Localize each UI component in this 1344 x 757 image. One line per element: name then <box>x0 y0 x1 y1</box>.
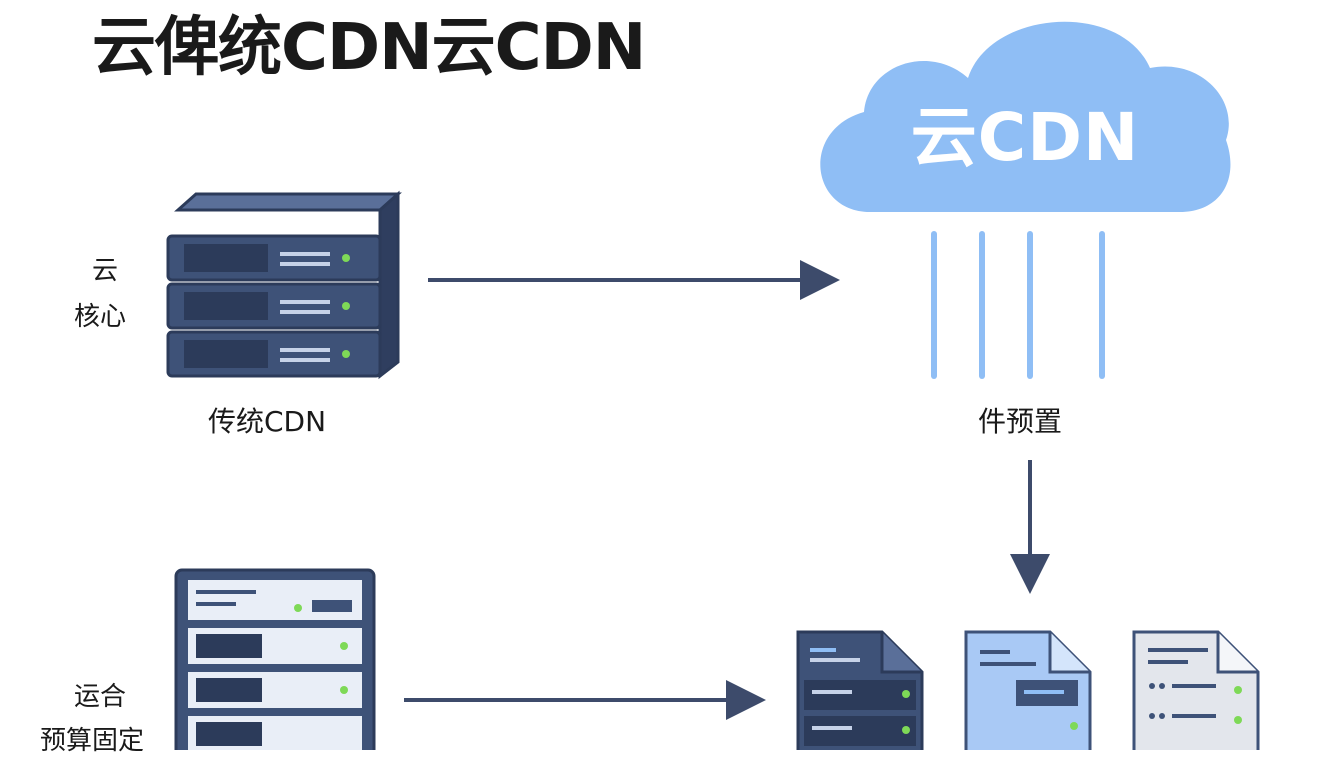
cloud-icon <box>820 21 1231 212</box>
document-server-icon <box>796 630 924 750</box>
server-rack-icon <box>174 568 376 750</box>
page-title: 云俾统CDN云CDN <box>92 11 646 85</box>
server-rack-icon <box>166 190 402 380</box>
top-side-label-line2: 核心 <box>74 302 127 332</box>
cloud-cdn-label: 云CDN <box>910 99 1140 176</box>
bottom-side-label-line1: 运合 <box>74 682 127 712</box>
preset-label: 件预置 <box>978 405 1063 438</box>
bottom-side-label-line2: 预算固定 <box>40 726 145 756</box>
rain-lines <box>931 231 1105 379</box>
document-server-icon <box>964 630 1092 750</box>
document-server-icon <box>1132 630 1260 750</box>
traditional-cdn-label: 传统CDN <box>208 405 327 438</box>
top-side-label-line1: 云 <box>92 256 119 286</box>
